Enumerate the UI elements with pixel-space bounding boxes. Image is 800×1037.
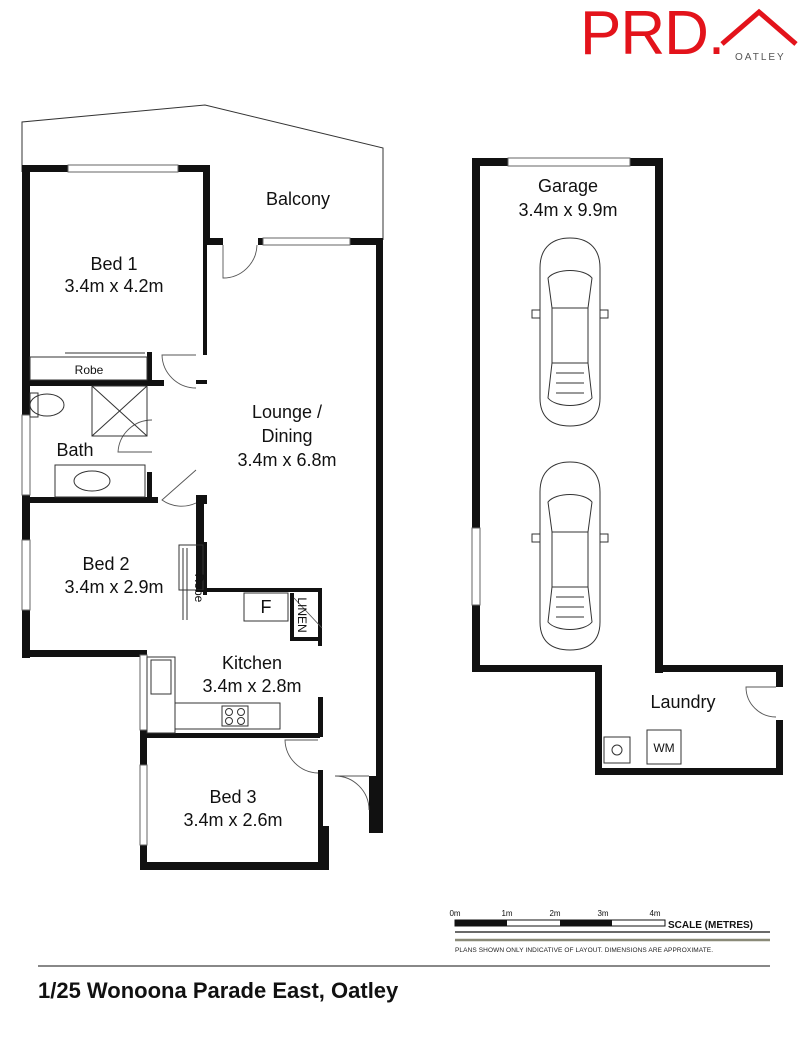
lounge-label-line1: Lounge / bbox=[252, 402, 322, 422]
bench-outline bbox=[146, 656, 176, 734]
fridge-space bbox=[243, 592, 289, 622]
robe-tracks bbox=[29, 352, 204, 620]
logo-roof-icon bbox=[720, 8, 798, 46]
shower-icon bbox=[91, 385, 148, 437]
disclaimer: PLANS SHOWN ONLY INDICATIVE OF LAYOUT. D… bbox=[455, 947, 714, 954]
kitchen-label: Kitchen bbox=[222, 653, 282, 673]
bed1-label: Bed 1 bbox=[90, 254, 137, 274]
fridge-label: F bbox=[261, 597, 272, 617]
garage-size: 3.4m x 9.9m bbox=[518, 200, 617, 220]
scale-tick-1: 1m bbox=[501, 909, 512, 918]
tub-icon bbox=[603, 736, 631, 764]
vanity-icon bbox=[54, 464, 146, 498]
bed3-size: 3.4m x 2.6m bbox=[183, 810, 282, 830]
linen-label: LINEN bbox=[295, 597, 309, 632]
garage-walls bbox=[472, 158, 783, 775]
scale-tick-4: 4m bbox=[649, 909, 660, 918]
toilet-icon bbox=[29, 393, 65, 417]
unit-walls bbox=[22, 165, 383, 870]
bed2-size: 3.4m x 2.9m bbox=[64, 577, 163, 597]
cistern-icon bbox=[29, 392, 39, 418]
scale-tick-0: 0m bbox=[449, 909, 460, 918]
sink-icon bbox=[150, 659, 172, 695]
basin-icon bbox=[73, 470, 111, 492]
garage-label: Garage bbox=[538, 176, 598, 196]
garage-door bbox=[507, 157, 631, 167]
kitchen-size: 3.4m x 2.8m bbox=[202, 676, 301, 696]
brand-office: OATLEY bbox=[735, 52, 786, 63]
garage-window bbox=[471, 527, 481, 606]
bed2-label: Bed 2 bbox=[82, 554, 129, 574]
lounge-label-line2: Dining bbox=[261, 426, 312, 446]
robe1-label: Robe bbox=[75, 363, 104, 377]
bath-label: Bath bbox=[56, 440, 93, 460]
scale-tick-2: 2m bbox=[549, 909, 560, 918]
cooktop-icon bbox=[221, 705, 249, 727]
car-icon bbox=[531, 237, 609, 427]
bed1-size: 3.4m x 4.2m bbox=[64, 276, 163, 296]
windows bbox=[21, 164, 351, 846]
balcony-label: Balcony bbox=[266, 189, 330, 209]
laundry-label: Laundry bbox=[650, 692, 715, 712]
car-icon bbox=[531, 461, 609, 651]
lounge-size: 3.4m x 6.8m bbox=[237, 450, 336, 470]
wm-label: WM bbox=[653, 741, 674, 755]
washing-machine-icon bbox=[646, 729, 682, 765]
bath-fixtures bbox=[29, 385, 148, 498]
laundry-door bbox=[745, 686, 777, 718]
scale-tick-3: 3m bbox=[597, 909, 608, 918]
brand-logo: PRD. bbox=[580, 0, 725, 68]
robe2-label: Robe bbox=[192, 574, 206, 603]
property-address: 1/25 Wonoona Parade East, Oatley bbox=[38, 978, 399, 1003]
scale-bar: 0m 1m 2m 3m 4m bbox=[449, 909, 770, 942]
scale-title: SCALE (METRES) bbox=[668, 920, 753, 931]
balcony-outline bbox=[21, 104, 384, 240]
kitchen-fixtures bbox=[146, 592, 289, 734]
bed3-label: Bed 3 bbox=[209, 787, 256, 807]
doors bbox=[117, 244, 370, 811]
